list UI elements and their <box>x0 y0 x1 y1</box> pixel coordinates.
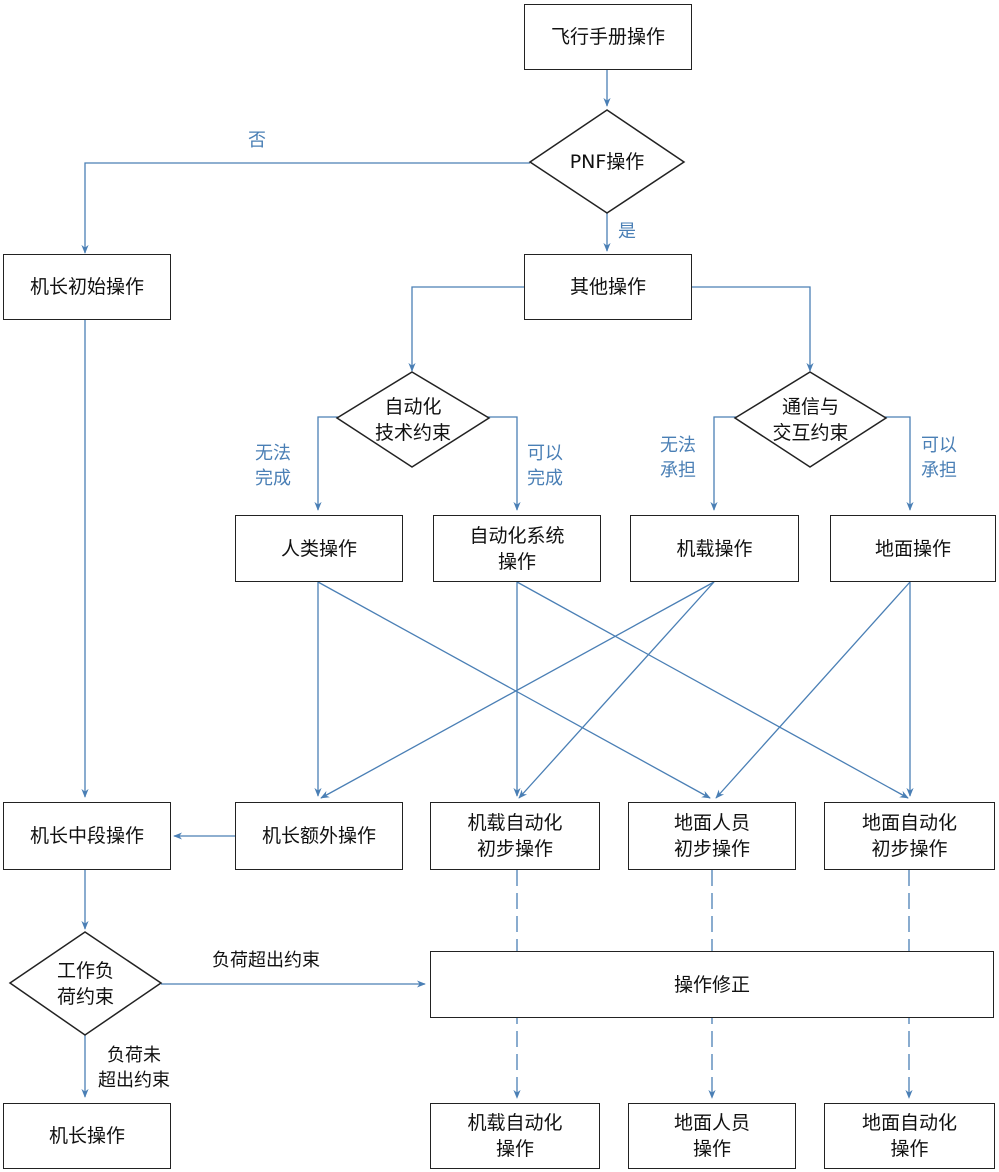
workload-decision-diamond <box>8 931 163 1036</box>
edge-label-load-not-exceed: 负荷未 超出约束 <box>98 1045 170 1091</box>
pnf-op-decision: PNF操作 <box>569 150 645 173</box>
edge-pnf-no <box>81 162 530 254</box>
other-op-node: 其他操作 <box>524 254 692 320</box>
edge-human-to-ground-staff <box>317 581 711 799</box>
ground-staff-initial-node: 地面人员 初步操作 <box>628 802 796 870</box>
edge-label-cannot-complete: 无法 完成 <box>255 443 291 489</box>
edge-automation-can <box>486 416 521 511</box>
automation-constraint-decision: 自动化 技术约束 <box>374 395 451 444</box>
onboard-auto-op-node: 机载自动化 操作 <box>430 1103 600 1169</box>
edge-comm-cannot <box>710 416 736 511</box>
edge-onboard-to-extra <box>320 581 715 799</box>
edge-other-to-automation <box>408 286 524 372</box>
automation-decision-diamond <box>335 371 491 468</box>
edge-label-cannot-bear: 无法 承担 <box>660 435 696 481</box>
onboard-op-node: 机载操作 <box>630 515 799 582</box>
pnf-decision-diamond <box>528 109 686 214</box>
op-correction-node: 操作修正 <box>430 951 994 1018</box>
workload-constraint-decision: 工作负 荷约束 <box>56 959 114 1008</box>
ground-auto-initial-node: 地面自动化 初步操作 <box>824 802 995 870</box>
edge-label-can-bear: 可以 承担 <box>921 435 957 481</box>
captain-op-node: 机长操作 <box>3 1103 171 1169</box>
edge-label-no: 否 <box>248 130 266 151</box>
auto-system-op-node: 自动化系统 操作 <box>433 515 601 582</box>
edge-other-to-comm <box>692 286 814 372</box>
human-op-node: 人类操作 <box>235 515 403 582</box>
edge-onboard-to-onboard-auto <box>518 581 715 799</box>
captain-initial-op-node: 机长初始操作 <box>3 254 171 320</box>
flight-manual-op-node: 飞行手册操作 <box>524 4 692 70</box>
onboard-auto-initial-node: 机载自动化 初步操作 <box>430 802 600 870</box>
edge-comm-can <box>885 416 914 511</box>
edge-label-load-exceeds: 负荷超出约束 <box>212 950 320 971</box>
captain-extra-op-node: 机长额外操作 <box>235 802 403 870</box>
comm-decision-diamond <box>733 371 888 468</box>
ground-staff-op-node: 地面人员 操作 <box>628 1103 796 1169</box>
edge-ground-to-ground-staff <box>715 581 911 799</box>
edge-auto-to-ground-auto <box>516 581 909 799</box>
edge-automation-cannot <box>314 416 338 511</box>
comm-constraint-decision: 通信与 交互约束 <box>772 395 849 444</box>
ground-op-node: 地面操作 <box>830 515 996 582</box>
edge-label-yes: 是 <box>618 221 636 242</box>
edge-label-can-complete: 可以 完成 <box>527 443 563 489</box>
ground-auto-op-node: 地面自动化 操作 <box>824 1103 995 1169</box>
captain-mid-op-node: 机长中段操作 <box>3 802 171 870</box>
